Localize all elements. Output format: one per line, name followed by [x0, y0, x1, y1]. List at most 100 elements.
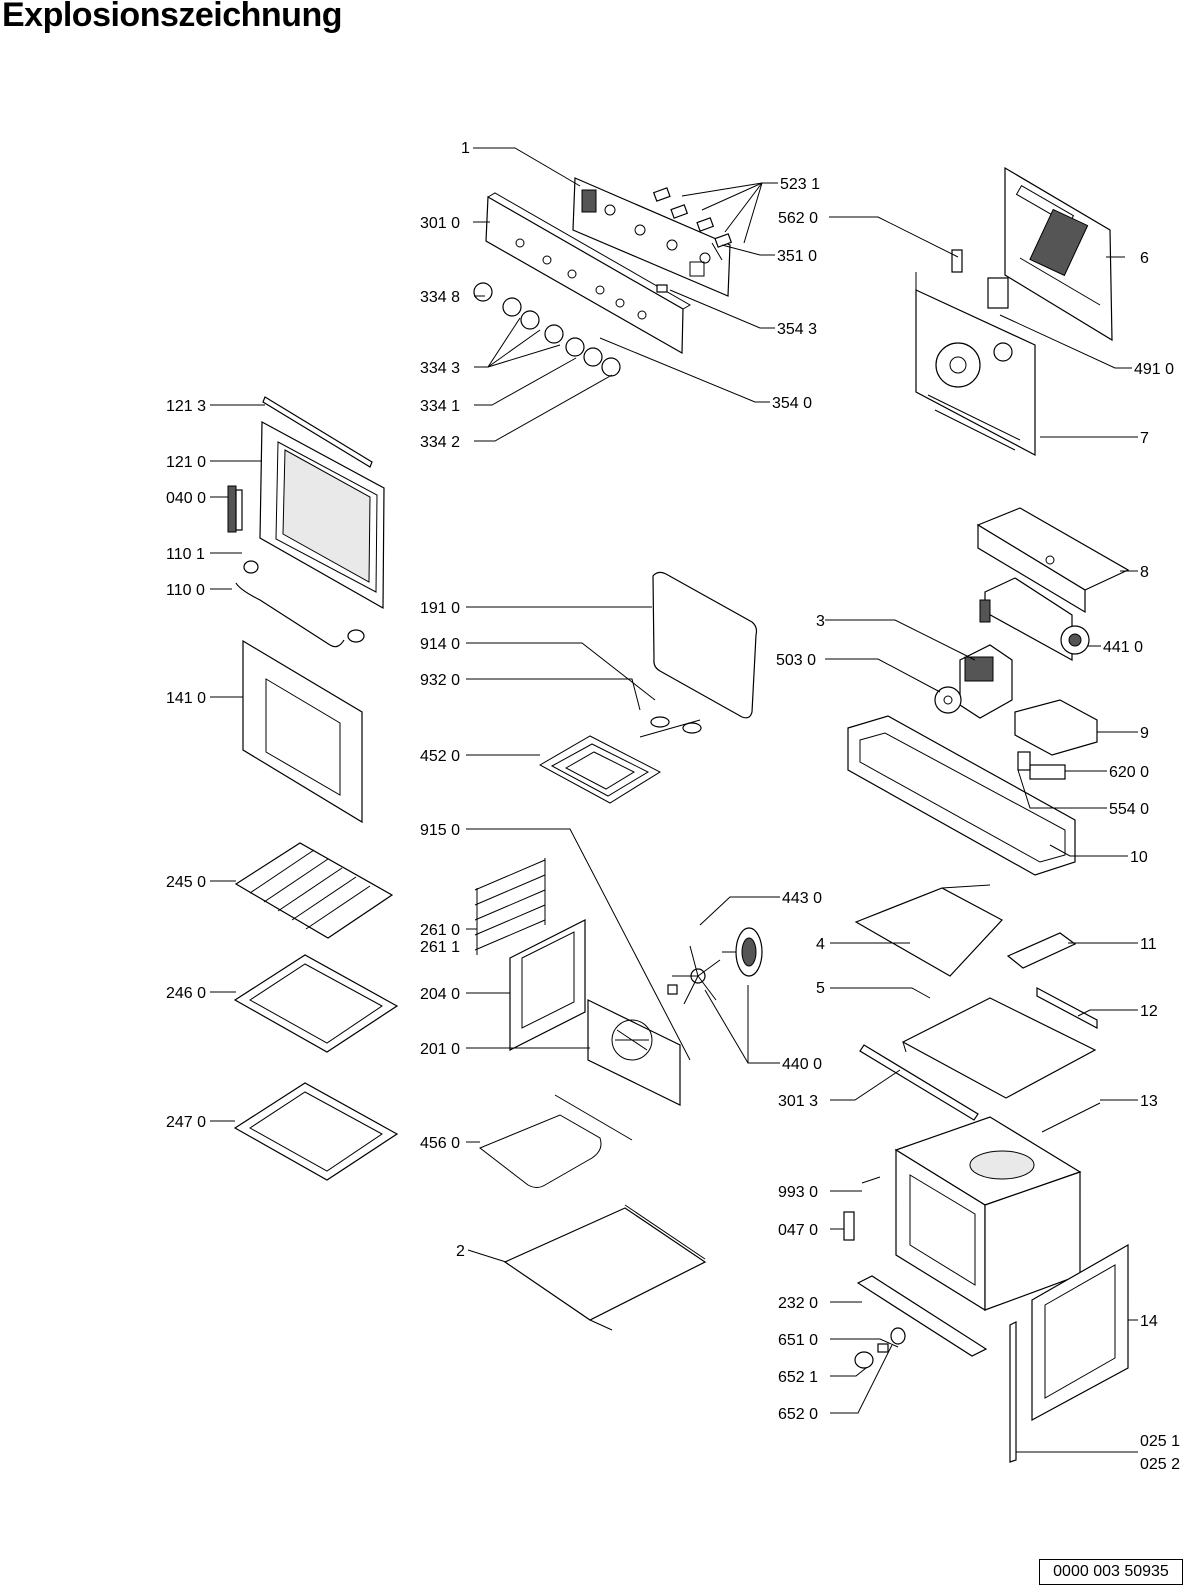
- part-label: 261 0: [420, 922, 460, 939]
- part-label: 247 0: [166, 1114, 206, 1131]
- part-label: 301 0: [420, 215, 460, 232]
- door-handle-part: [235, 582, 365, 648]
- oven-cavity-part: [894, 1116, 1082, 1312]
- trim-strip-part: [1009, 1321, 1017, 1463]
- cooling-fan-part: [979, 577, 1090, 662]
- part-label: 503 0: [776, 652, 816, 669]
- door-seal-part: [652, 571, 758, 719]
- part-label: 334 3: [420, 360, 460, 377]
- bracket-12-part: [1036, 987, 1098, 1029]
- part-label: 334 1: [420, 398, 460, 415]
- part-label: 443 0: [782, 890, 822, 907]
- side-rail-part: [859, 1044, 979, 1121]
- part-label: 2: [456, 1243, 465, 1260]
- inner-door-part: [259, 421, 385, 610]
- part-label: 334 2: [420, 434, 460, 451]
- bottom-trim-part: [856, 1275, 988, 1357]
- deep-tray-part: [233, 1082, 399, 1181]
- lamp-motor-part: [934, 686, 962, 714]
- fan-cover-part: [509, 919, 586, 1051]
- part-label: 651 0: [778, 1332, 818, 1349]
- top-panel-part: [854, 884, 1003, 977]
- base-plate-part: [901, 997, 1097, 1099]
- switch-part: [1017, 751, 1031, 771]
- bracket-11-part: [1006, 932, 1077, 969]
- part-label: 441 0: [1103, 639, 1143, 656]
- switch-spindles-part: [652, 187, 733, 293]
- thermostat-part: [987, 277, 1009, 309]
- part-label: 915 0: [420, 822, 460, 839]
- rod-part: [1041, 1102, 1101, 1133]
- door-top-trim-part: [262, 396, 373, 468]
- lower-element-part: [479, 1094, 633, 1188]
- part-label: 554 0: [1109, 801, 1149, 818]
- part-label: 204 0: [420, 986, 460, 1003]
- part-label: 354 0: [772, 395, 812, 412]
- part-label: 232 0: [778, 1295, 818, 1312]
- part-label: 334 8: [420, 289, 460, 306]
- wire-rack-part: [234, 842, 394, 939]
- part-label: 562 0: [778, 210, 818, 227]
- part-label: 6: [1140, 250, 1149, 267]
- part-label: 121 0: [166, 454, 206, 471]
- grill-element-part: [538, 716, 702, 804]
- part-labels: 1 523 1 562 0 301 0 351 0 6 334 8 354 3 …: [166, 140, 1180, 1473]
- part-label: 354 3: [777, 321, 817, 338]
- part-label: 11: [1140, 936, 1157, 953]
- hinge-part: [227, 485, 243, 533]
- screw-part: [861, 1176, 881, 1184]
- part-label: 914 0: [420, 636, 460, 653]
- side-cover-part: [1031, 1243, 1129, 1422]
- control-knobs-part: [473, 282, 621, 377]
- part-label: 10: [1130, 849, 1148, 866]
- part-label: 8: [1140, 564, 1149, 581]
- part-label: 110 0: [166, 582, 205, 599]
- part-label: 652 0: [778, 1406, 818, 1423]
- lamp-bulb-part: [877, 1343, 889, 1353]
- electronics-cover-part: [1014, 699, 1098, 756]
- bottom-plate-part: [503, 1204, 707, 1331]
- rear-frame-part: [915, 272, 1036, 456]
- part-label: 7: [1140, 430, 1149, 447]
- part-label: 440 0: [782, 1056, 822, 1073]
- leader-lines: [210, 147, 1138, 1453]
- part-label: 3: [816, 613, 825, 630]
- fan-motor-part: [722, 927, 763, 977]
- control-panel-frame-part: [572, 177, 731, 297]
- fan-blade-part: [667, 945, 721, 1005]
- part-label: 1: [461, 140, 470, 157]
- part-label: 523 1: [780, 176, 820, 193]
- part-label: 932 0: [420, 672, 460, 689]
- part-label: 025 1: [1140, 1433, 1180, 1450]
- lamp-socket-part: [890, 1327, 906, 1345]
- lamp-housing-part: [959, 644, 1013, 719]
- part-label: 121 3: [166, 398, 206, 415]
- side-rails-part: [474, 858, 546, 955]
- part-label: 301 3: [778, 1093, 818, 1110]
- part-label: 13: [1140, 1093, 1158, 1110]
- top-cover-part: [976, 507, 1130, 614]
- part-label: 456 0: [420, 1135, 460, 1152]
- part-label: 4: [816, 936, 825, 953]
- part-label: 452 0: [420, 748, 460, 765]
- page-title: Explosionszeichnung: [2, 0, 342, 34]
- rear-cover-part: [1004, 166, 1113, 342]
- lamp-cover-part: [854, 1351, 874, 1369]
- part-label: 351 0: [777, 248, 817, 265]
- part-label: 110 1: [166, 546, 205, 563]
- part-label: 040 0: [166, 490, 206, 507]
- outer-door-glass-part: [242, 639, 363, 824]
- bracket-part: [951, 249, 963, 273]
- part-label: 491 0: [1134, 361, 1174, 378]
- part-label: 5: [816, 980, 825, 997]
- part-label: 245 0: [166, 874, 206, 891]
- terminal-block-part: [1029, 764, 1066, 780]
- baking-tray-part: [233, 954, 399, 1053]
- part-label: 12: [1140, 1003, 1158, 1020]
- part-label: 246 0: [166, 985, 206, 1002]
- part-label: 191 0: [420, 600, 460, 617]
- catch-part: [843, 1211, 855, 1241]
- part-label: 201 0: [420, 1041, 460, 1058]
- part-label: 652 1: [778, 1369, 818, 1386]
